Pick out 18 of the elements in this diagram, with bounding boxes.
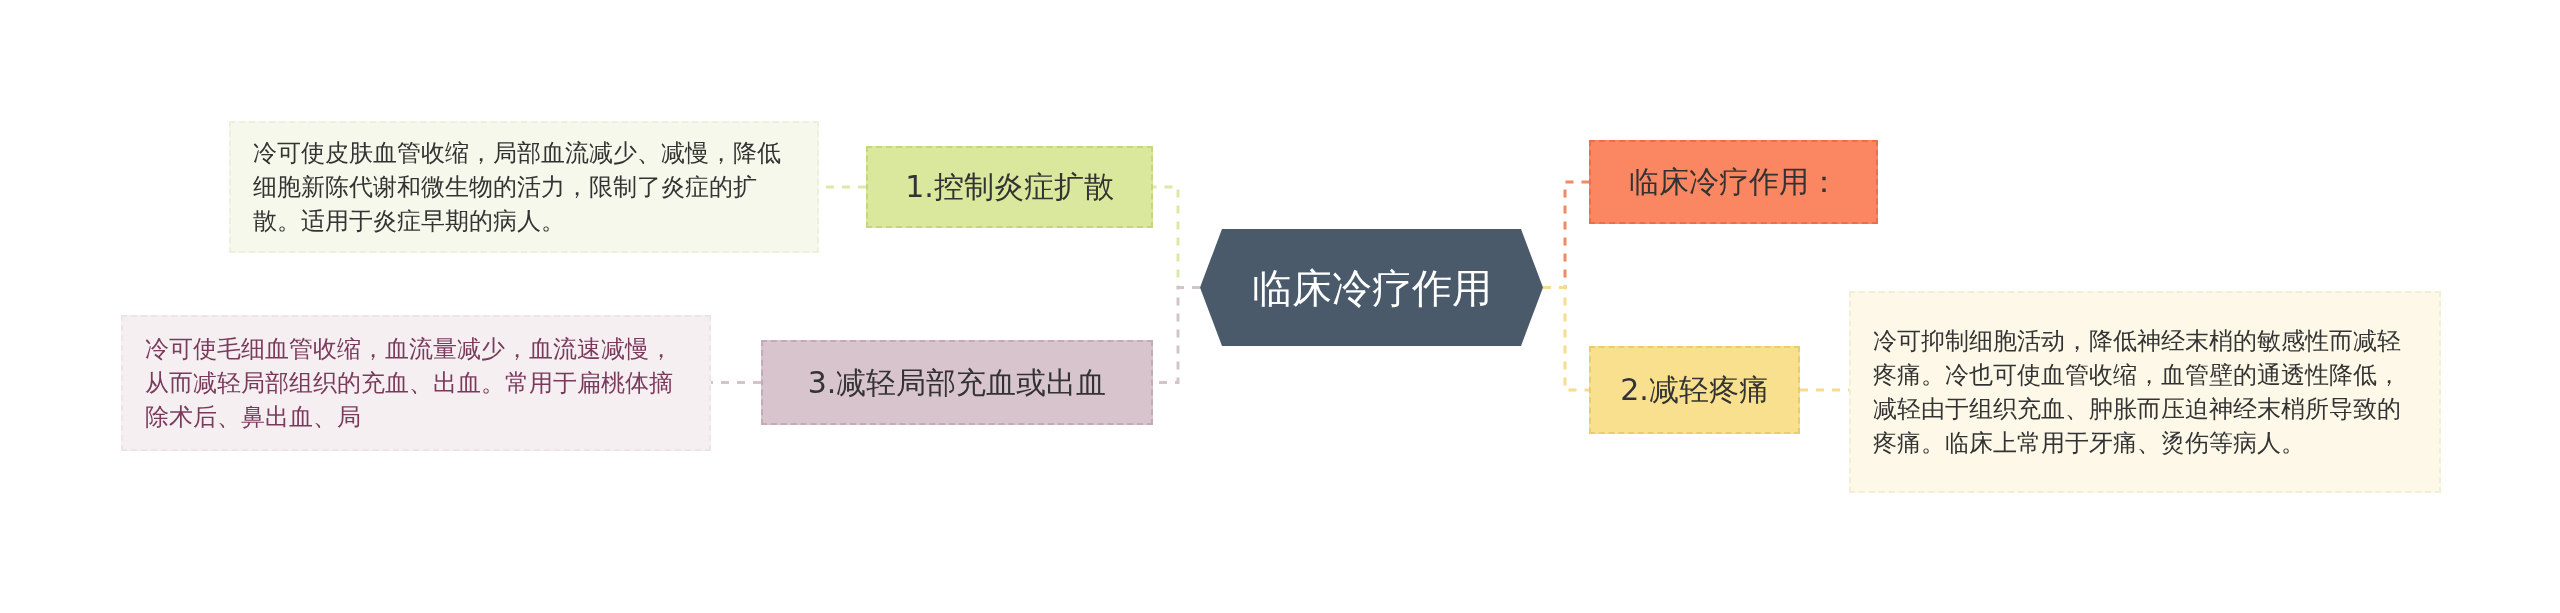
central-topic-hexagon	[1200, 229, 1543, 346]
connector-line	[711, 381, 761, 384]
branch-topic	[761, 340, 1153, 425]
branch-topic	[1589, 140, 1878, 224]
detail-note	[1849, 291, 2441, 493]
topic-label: 临床冷疗作用：	[1628, 164, 1839, 200]
topic-label: 临床冷疗作用	[1251, 263, 1492, 312]
branch-topic	[1589, 346, 1800, 434]
detail-note	[121, 315, 711, 451]
note-text: 冷可抑制细胞活动，降低神经末梢的敏感性而减轻疼痛。冷也可使血管收缩，血管壁的通透性降低，减轻由于组织充血、肿胀而压迫神经末梢所导致的疼痛。临床上常用于牙痛、烫伤等病人。	[1873, 326, 2402, 459]
topic-label: 1.控制炎症扩散	[905, 169, 1114, 205]
topic-label: 3.减轻局部充血或出血	[807, 364, 1107, 401]
connector-line	[1543, 286, 1589, 392]
topic-label: 2.减轻疼痛	[1620, 372, 1769, 408]
note-text: 冷可使毛细血管收缩，血流量减少，血流速减慢，从而减轻局部组织的充血、出血。常用于扁桃体摘除术后、鼻出血、局	[145, 334, 674, 433]
detail-note	[229, 121, 819, 253]
branch-topic	[866, 146, 1153, 228]
note-text: 冷可使皮肤血管收缩，局部血流减少、减慢，降低细胞新陈代谢和微生物的活力，限制了炎症的扩散。适用于炎症早期的病人。	[253, 138, 782, 237]
